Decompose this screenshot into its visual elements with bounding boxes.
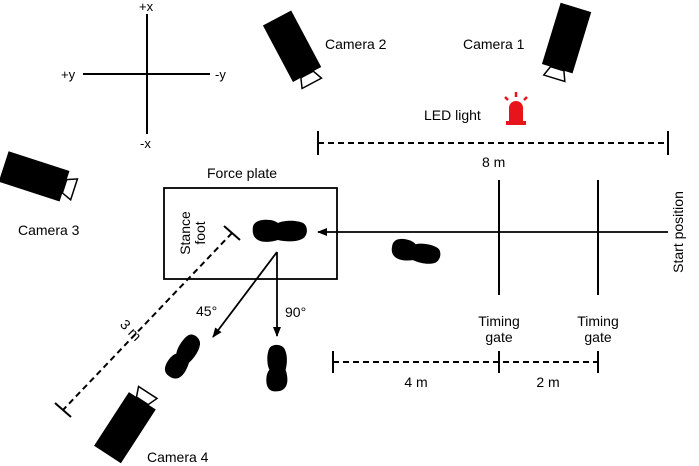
plate-to-gate-label: 4 m <box>404 374 427 390</box>
minus-x-label: -x <box>140 136 151 151</box>
camera-1-label: Camera 1 <box>463 36 525 52</box>
timing-gate-2-line2: gate <box>584 329 611 345</box>
camera-3-icon <box>0 150 80 206</box>
camera-2-icon <box>262 9 327 92</box>
cut-length-label-wrap: 3 m <box>117 316 145 344</box>
gate-distance-dimension <box>332 351 599 373</box>
led-light-icon <box>504 92 528 125</box>
camera-2-label: Camera 2 <box>325 36 387 52</box>
plus-x-label: +x <box>139 0 154 14</box>
angle-90-label: 90° <box>285 304 306 320</box>
stance-foot-label: Stance foot <box>177 211 208 255</box>
approach-footprint-icon <box>390 237 443 267</box>
gate-to-gate-label: 2 m <box>536 374 559 390</box>
force-plate-label: Force plate <box>207 165 277 181</box>
stance-footprint-icon <box>252 219 307 242</box>
angle-45-label: 45° <box>196 303 217 319</box>
force-plate <box>163 187 338 280</box>
total-distance-label: 8 m <box>482 154 505 170</box>
stance-foot-line2: foot <box>192 221 208 244</box>
start-position-label-wrap: Start position <box>670 191 686 273</box>
timing-gate-1-line2: gate <box>485 329 512 345</box>
footprint-45-icon <box>161 330 205 383</box>
plus-y-label: +y <box>61 67 76 82</box>
camera-3-label: Camera 3 <box>18 222 80 238</box>
start-position-label: Start position <box>670 191 686 273</box>
three-metre-dimension <box>54 225 241 418</box>
stance-foot-line1: Stance <box>177 211 193 255</box>
led-light-label: LED light <box>424 107 481 123</box>
cut-45-arrow <box>212 251 278 338</box>
footprint-90-icon <box>266 344 288 392</box>
coordinate-axes: +x -x +y -y <box>61 0 226 151</box>
timing-gate-2-line1: Timing <box>577 313 619 329</box>
camera-4-label: Camera 4 <box>147 449 209 465</box>
timing-gate-1-line1: Timing <box>478 313 520 329</box>
minus-y-label: -y <box>215 67 226 82</box>
cut-length-label: 3 m <box>117 316 145 344</box>
eight-metre-dimension <box>317 131 669 155</box>
camera-1-icon <box>538 2 592 84</box>
